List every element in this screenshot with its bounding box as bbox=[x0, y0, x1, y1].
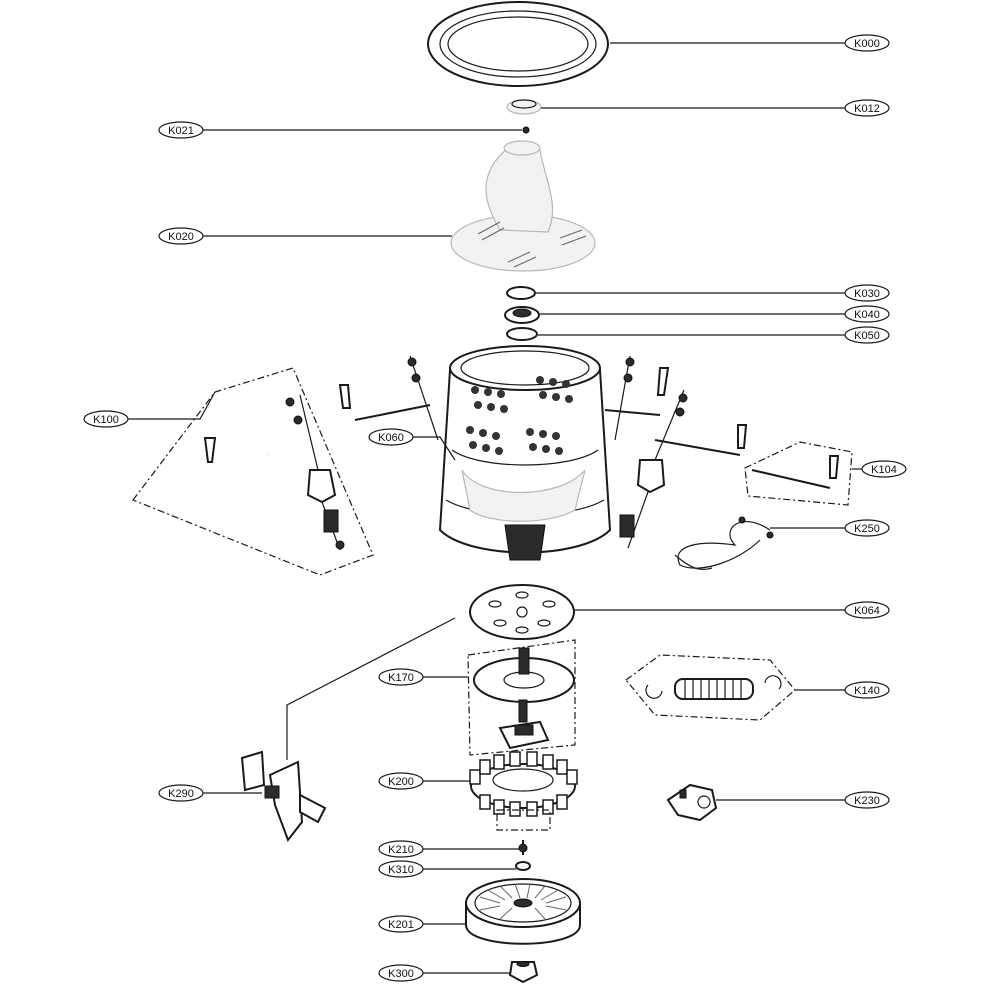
callout-label: K200 bbox=[388, 776, 414, 788]
callout-label: K104 bbox=[871, 464, 897, 476]
callout-label: K040 bbox=[854, 309, 880, 321]
callout-k201: K201 bbox=[378, 915, 424, 933]
callout-k060: K060 bbox=[368, 428, 414, 446]
part-k230-hall-sensor bbox=[666, 783, 718, 822]
part-k300-nut bbox=[508, 961, 539, 984]
part-k201-rotor bbox=[465, 878, 581, 945]
part-k104-suspension-right bbox=[744, 441, 853, 506]
right-side-rods bbox=[604, 355, 748, 549]
callout-label: K012 bbox=[854, 103, 880, 115]
callout-label: K170 bbox=[388, 672, 414, 684]
callout-k230: K230 bbox=[844, 791, 890, 809]
callout-k200: K200 bbox=[378, 772, 424, 790]
part-k200-stator bbox=[469, 751, 578, 831]
callout-k210: K210 bbox=[378, 840, 424, 858]
callout-k030: K030 bbox=[844, 284, 890, 302]
callout-k310: K310 bbox=[378, 860, 424, 878]
callout-k300: K300 bbox=[378, 964, 424, 982]
callout-k290: K290 bbox=[158, 784, 204, 802]
part-k020-pulsator bbox=[450, 140, 596, 272]
callout-k100: K100 bbox=[83, 410, 129, 428]
callout-k170: K170 bbox=[378, 668, 424, 686]
callout-label: K064 bbox=[854, 605, 880, 617]
callout-k040: K040 bbox=[844, 305, 890, 323]
callout-label: K030 bbox=[854, 288, 880, 300]
callout-k140: K140 bbox=[844, 681, 890, 699]
callout-k000: K000 bbox=[844, 34, 890, 52]
callout-label: K210 bbox=[388, 844, 414, 856]
callout-label: K140 bbox=[854, 685, 880, 697]
part-k170-clutch-assembly bbox=[467, 639, 576, 756]
callout-label: K020 bbox=[168, 231, 194, 243]
callout-label: K290 bbox=[168, 788, 194, 800]
part-k064-flange-plate bbox=[469, 584, 575, 640]
part-k040-seal bbox=[504, 306, 540, 324]
callout-k020: K020 bbox=[158, 227, 204, 245]
part-k012-cap bbox=[506, 99, 542, 115]
callout-k012: K012 bbox=[844, 99, 890, 117]
callout-label: K230 bbox=[854, 795, 880, 807]
callout-k021: K021 bbox=[158, 121, 204, 139]
callout-label: K201 bbox=[388, 919, 414, 931]
callout-label: K050 bbox=[854, 330, 880, 342]
part-k140-drain-hose bbox=[625, 654, 796, 721]
part-k021-bolt bbox=[522, 126, 530, 134]
part-k100-suspension-left bbox=[132, 367, 374, 576]
part-k030-washer bbox=[506, 286, 536, 300]
callout-label: K060 bbox=[378, 432, 404, 444]
left-side-rods bbox=[338, 355, 439, 441]
callout-label: K100 bbox=[93, 414, 119, 426]
callout-label: K000 bbox=[854, 38, 880, 50]
part-k290-bracket bbox=[240, 750, 327, 843]
callout-k104: K104 bbox=[861, 460, 907, 478]
part-k060-spin-basket bbox=[438, 345, 612, 561]
callout-label: K310 bbox=[388, 864, 414, 876]
callout-label: K021 bbox=[168, 125, 194, 137]
callout-label: K300 bbox=[388, 968, 414, 980]
part-k050-gasket bbox=[506, 327, 538, 341]
leader-lines bbox=[128, 42, 862, 974]
part-k000-tub-cover bbox=[427, 1, 609, 87]
callout-k250: K250 bbox=[844, 519, 890, 537]
part-k310-washer bbox=[515, 861, 531, 871]
callout-k064: K064 bbox=[844, 601, 890, 619]
part-k250-wire-harness bbox=[674, 516, 774, 571]
callout-label: K250 bbox=[854, 523, 880, 535]
part-k210-bolt bbox=[518, 840, 528, 855]
callout-k050: K050 bbox=[844, 326, 890, 344]
